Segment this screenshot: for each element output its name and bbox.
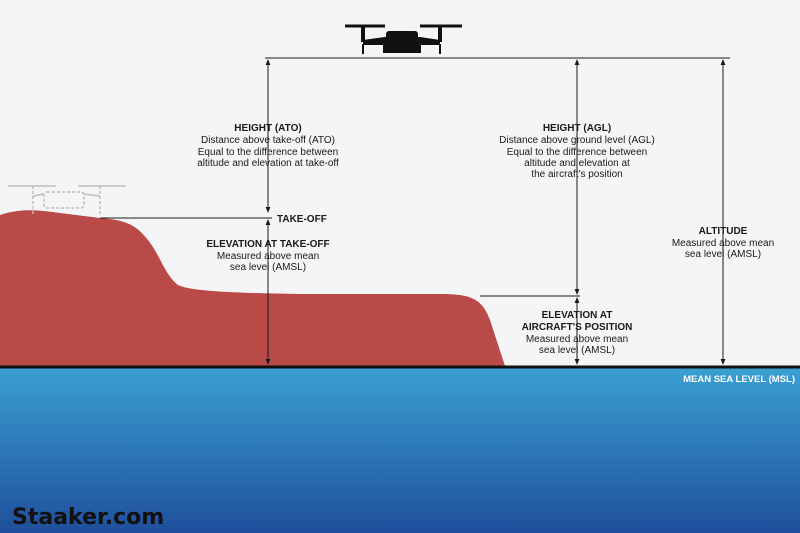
height-ato-line2: Equal to the difference between	[198, 147, 338, 158]
altitude-label: ALTITUDE Measured above mean sea level (…	[672, 226, 774, 260]
height-agl-line1: Distance above ground level (AGL)	[499, 135, 655, 146]
height-ato-line3: altitude and elevation at take-off	[197, 158, 339, 169]
drone-ghost-icon	[8, 185, 126, 215]
altitude-line1: Measured above mean	[672, 238, 774, 249]
elevation-takeoff-line1: Measured above mean	[217, 251, 319, 262]
height-agl-title: HEIGHT (AGL)	[543, 123, 611, 134]
terrain	[0, 210, 505, 366]
altitude-line2: sea level (AMSL)	[685, 249, 761, 260]
height-agl-line3: altitude and elevation at	[524, 158, 630, 169]
msl-label: MEAN SEA LEVEL (MSL)	[683, 374, 795, 385]
elevation-takeoff-line2: sea level (AMSL)	[230, 262, 306, 273]
altitude-title: ALTITUDE	[699, 226, 748, 237]
elevation-aircraft-title2: AIRCRAFT'S POSITION	[522, 322, 633, 333]
sea	[0, 367, 800, 533]
elevation-aircraft-line1: Measured above mean	[526, 334, 628, 345]
height-agl-line4: the aircraft's position	[531, 169, 622, 180]
watermark: Staaker.com	[12, 505, 164, 530]
height-agl-line2: Equal to the difference between	[507, 147, 647, 158]
height-ato-label: HEIGHT (ATO) Distance above take-off (AT…	[197, 123, 339, 169]
takeoff-label: TAKE-OFF	[277, 214, 327, 225]
height-ato-line1: Distance above take-off (ATO)	[201, 135, 335, 146]
elevation-aircraft-title1: ELEVATION AT	[542, 310, 613, 321]
height-ato-title: HEIGHT (ATO)	[234, 123, 301, 134]
drone-icon	[345, 24, 462, 54]
elevation-aircraft-label: ELEVATION AT AIRCRAFT'S POSITION Measure…	[522, 310, 633, 356]
elevation-takeoff-label: ELEVATION AT TAKE-OFF Measured above mea…	[206, 239, 329, 273]
elevation-takeoff-title: ELEVATION AT TAKE-OFF	[206, 239, 329, 250]
elevation-aircraft-line2: sea level (AMSL)	[539, 345, 615, 356]
height-agl-label: HEIGHT (AGL) Distance above ground level…	[499, 123, 655, 180]
